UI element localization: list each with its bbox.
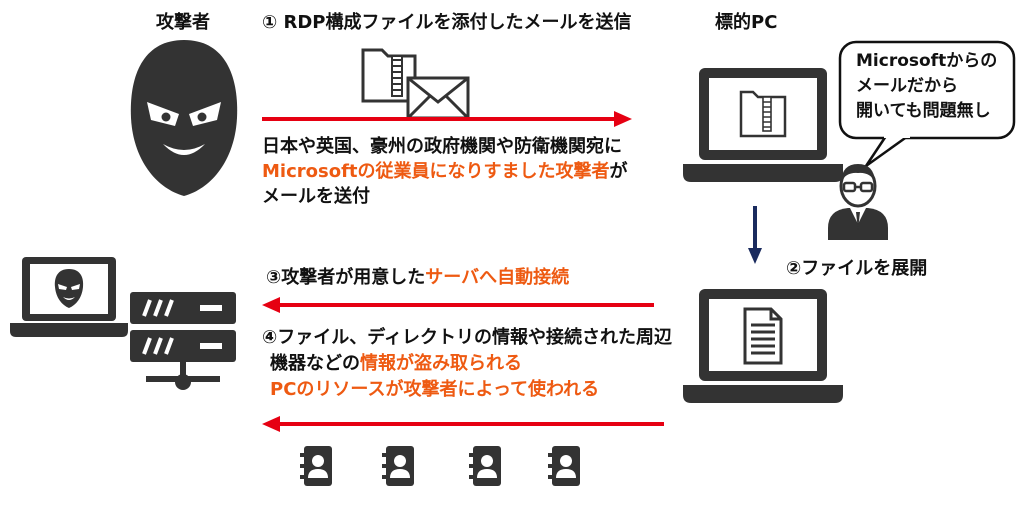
masked-attacker-icon xyxy=(125,40,243,200)
step4-line2-prefix: 機器などの xyxy=(270,353,360,374)
contact-card-icon xyxy=(548,444,582,488)
step4-line1: ④ファイル、ディレクトリの情報や接続された周辺 xyxy=(262,327,672,348)
contact-card-icon xyxy=(300,444,334,488)
step4-description: ④ファイル、ディレクトリの情報や接続された周辺 機器などの情報が盗み取られる P… xyxy=(262,325,672,403)
speech-line1: Microsoftからの xyxy=(856,51,998,71)
step2-title: ②ファイルを展開 xyxy=(786,258,928,279)
step4-line3: PCのリソースが攻撃者によって使われる xyxy=(270,379,600,400)
auto-connect-arrow xyxy=(262,297,654,313)
step1-desc-tail: が xyxy=(609,161,628,182)
zip-file-icon xyxy=(360,44,418,104)
user-with-glasses-icon xyxy=(826,158,890,240)
step3-orange: サーバへ自動接続 xyxy=(425,267,570,288)
expand-down-arrow xyxy=(748,206,762,264)
contact-card-icon xyxy=(469,444,503,488)
speech-line2: メールだから xyxy=(856,76,958,96)
data-theft-arrow xyxy=(262,416,664,432)
step1-desc-line1: 日本や英国、豪州の政府機関や防衛機関宛に xyxy=(262,136,622,157)
step1-title: ① RDP構成ファイルを添付したメールを送信 xyxy=(262,12,632,33)
laptop-icon xyxy=(683,66,843,186)
target-pc-label: 標的PC xyxy=(715,12,778,33)
step4-line2-orange: 情報が盗み取られる xyxy=(360,353,522,374)
step1-desc-orange: Microsoftの従業員になりすました攻撃者 xyxy=(262,161,610,182)
target-laptop-document-icon xyxy=(683,287,843,407)
send-mail-arrow xyxy=(262,111,632,127)
step1-description: 日本や英国、豪州の政府機関や防衛機関宛に Microsoftの従業員になりすまし… xyxy=(262,134,628,209)
attacker-laptop-icon xyxy=(10,255,128,340)
attacker-label: 攻撃者 xyxy=(156,12,210,33)
speech-line3: 開いても問題無し xyxy=(856,101,991,121)
server-icon xyxy=(128,290,238,394)
step3-prefix: ③攻撃者が用意した xyxy=(266,267,426,288)
step3-title: ③攻撃者が用意したサーバへ自動接続 xyxy=(266,263,569,289)
envelope-icon xyxy=(406,76,470,120)
contact-card-icon xyxy=(382,444,416,488)
step1-desc-line3: メールを送付 xyxy=(262,186,370,207)
